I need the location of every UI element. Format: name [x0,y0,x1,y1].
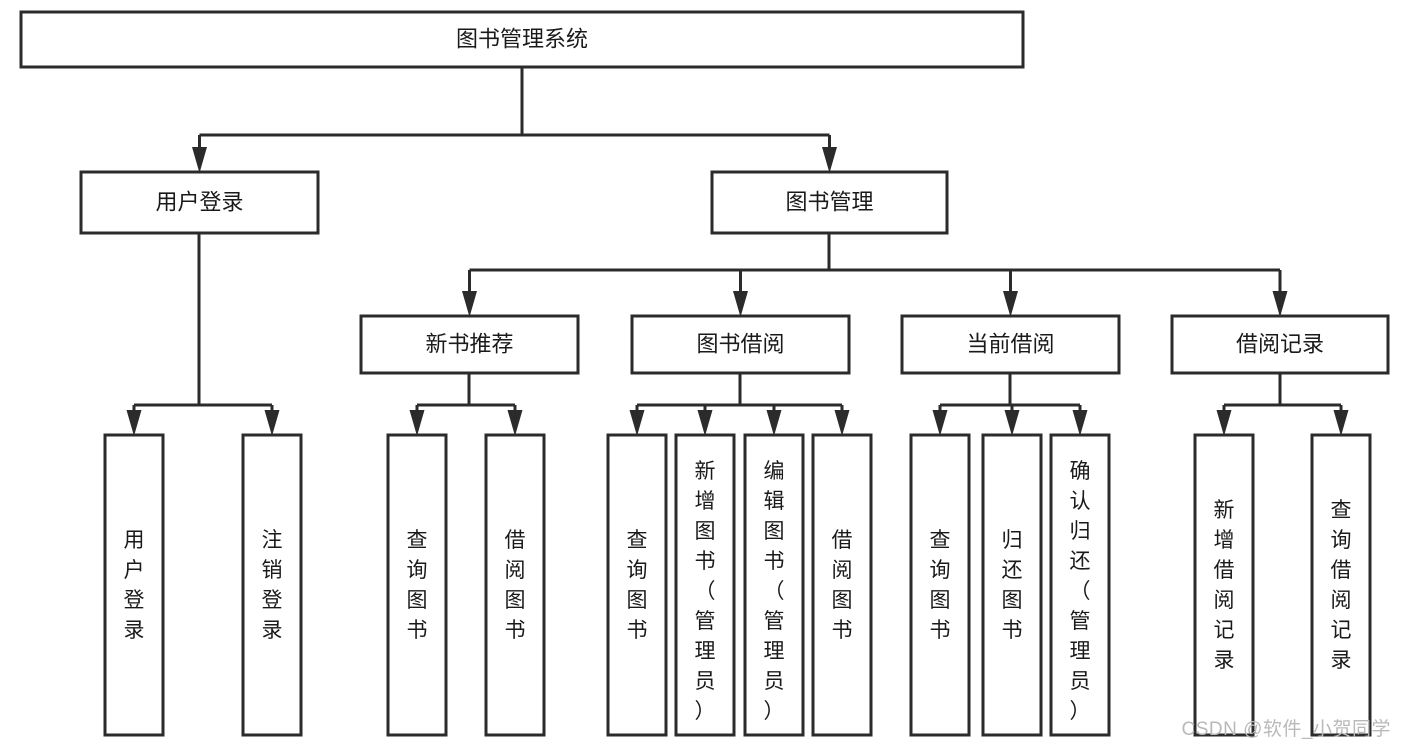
node-box-leaf-edit-book [743,433,805,737]
node-book-borrow[interactable]: 图书借阅 [630,314,851,375]
node-leaf-query-book-borrow[interactable]: 查询图书 [606,433,668,737]
node-leaf-borrow-book[interactable]: 借阅图书 [811,433,873,737]
connector-group-current-borrow [932,373,1088,436]
node-leaf-logout[interactable]: 注销登录 [241,433,303,737]
connector-group-root [192,67,837,173]
node-label-leaf-query-book-rec: 查询图书 [407,529,428,642]
node-leaf-add-record[interactable]: 新增借阅记录 [1193,433,1255,737]
node-borrow-record[interactable]: 借阅记录 [1170,314,1390,375]
node-root[interactable]: 图书管理系统 [19,10,1025,69]
node-box-leaf-logout [241,433,303,737]
node-layer: 图书管理系统用户登录图书管理新书推荐图书借阅当前借阅借阅记录用户登录注销登录查询… [19,10,1390,737]
node-box-book-manage [710,170,949,235]
connector-group-new-book-rec [409,373,523,436]
node-box-leaf-user-login [103,433,165,737]
node-new-book-rec[interactable]: 新书推荐 [359,314,580,375]
node-box-leaf-add-record [1193,433,1255,737]
node-box-leaf-add-book [674,433,736,737]
connector-group-book-manage [462,233,1288,317]
node-leaf-return-book[interactable]: 归还图书 [981,433,1043,737]
node-leaf-query-book-current[interactable]: 查询图书 [909,433,971,737]
node-leaf-add-book[interactable]: 新增图书（管理员） [674,433,736,737]
node-leaf-confirm-return[interactable]: 确认归还（管理员） [1049,433,1111,737]
node-label-new-book-rec: 新书推荐 [425,331,513,356]
node-label-leaf-query-record: 查询借阅记录 [1331,499,1352,672]
node-label-leaf-confirm-return: 确认归还（管理员） [1070,460,1091,723]
node-box-leaf-query-book-rec [386,433,448,737]
node-label-leaf-borrow-book: 借阅图书 [832,529,853,642]
node-leaf-user-login[interactable]: 用户登录 [103,433,165,737]
node-label-current-borrow: 当前借阅 [966,331,1054,356]
node-box-user-login [79,170,320,235]
node-box-leaf-confirm-return [1049,433,1111,737]
node-box-root [19,10,1025,69]
node-box-borrow-record [1170,314,1390,375]
node-label-borrow-record: 借阅记录 [1236,331,1324,356]
node-user-login[interactable]: 用户登录 [79,170,320,235]
csdn-watermark: CSDN @软件_小贺同学 [1181,719,1391,740]
node-label-root: 图书管理系统 [456,26,588,51]
node-label-book-borrow: 图书借阅 [696,331,784,356]
node-leaf-query-record[interactable]: 查询借阅记录 [1310,433,1372,737]
node-label-user-login: 用户登录 [155,189,243,214]
node-label-leaf-user-login: 用户登录 [124,529,145,642]
node-label-leaf-query-book-borrow: 查询图书 [627,529,648,642]
node-box-current-borrow [900,314,1121,375]
node-box-leaf-borrow-book-rec [484,433,546,737]
node-leaf-edit-book[interactable]: 编辑图书（管理员） [743,433,805,737]
node-label-leaf-edit-book: 编辑图书（管理员） [764,460,785,723]
connector-group-book-borrow [629,373,850,436]
node-box-leaf-query-book-current [909,433,971,737]
node-box-book-borrow [630,314,851,375]
node-label-leaf-logout: 注销登录 [262,529,283,642]
node-current-borrow[interactable]: 当前借阅 [900,314,1121,375]
connector-group-user-login [126,233,280,436]
node-box-new-book-rec [359,314,580,375]
node-box-leaf-borrow-book [811,433,873,737]
node-leaf-borrow-book-rec[interactable]: 借阅图书 [484,433,546,737]
node-book-manage[interactable]: 图书管理 [710,170,949,235]
node-label-leaf-add-book: 新增图书（管理员） [695,460,716,723]
node-leaf-query-book-rec[interactable]: 查询图书 [386,433,448,737]
node-label-leaf-borrow-book-rec: 借阅图书 [505,529,526,642]
node-label-leaf-query-book-current: 查询图书 [930,529,951,642]
node-label-book-manage: 图书管理 [785,189,873,214]
node-box-leaf-query-book-borrow [606,433,668,737]
node-box-leaf-return-book [981,433,1043,737]
node-label-leaf-return-book: 归还图书 [1002,529,1023,642]
node-label-leaf-add-record: 新增借阅记录 [1214,499,1235,672]
connector-group-borrow-record [1216,373,1349,436]
connector-layer [126,67,1349,436]
node-box-leaf-query-record [1310,433,1372,737]
